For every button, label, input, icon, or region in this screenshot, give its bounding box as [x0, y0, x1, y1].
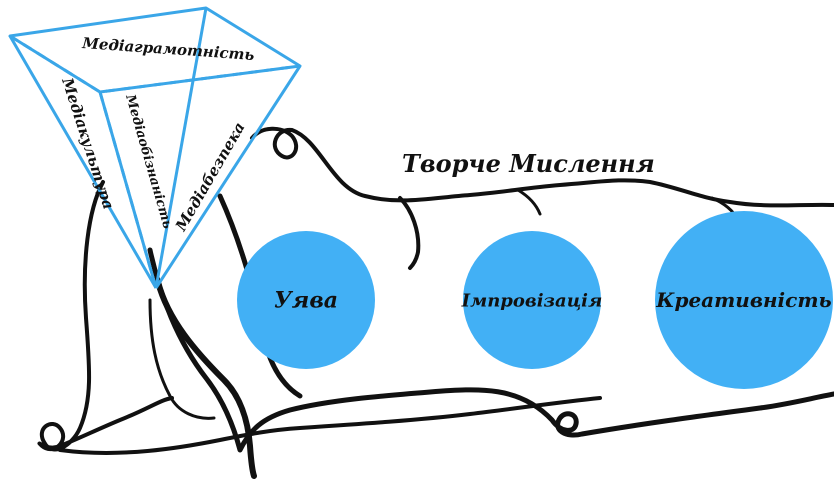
circle-improvisation — [463, 231, 601, 369]
bottom-lower-line — [58, 396, 602, 455]
circle-creativity — [655, 211, 833, 389]
mid-loop-line — [148, 298, 216, 420]
diagram-title: Творче Мислення — [402, 149, 655, 178]
pyramid-label-media-culture: Медіакультура — [58, 75, 118, 212]
upper-connector-line — [250, 126, 834, 208]
improvisation-connector-line — [516, 188, 542, 216]
circle-label-creativity: Креативність — [655, 288, 831, 312]
circle-label-improvisation: Імпровізація — [461, 290, 603, 311]
connector-lines — [37, 126, 834, 479]
left-sweep-line — [37, 180, 174, 452]
pyramid-edge-left — [8, 35, 158, 289]
media-literacy-pyramid — [8, 6, 302, 289]
pyramid-edge-back — [154, 7, 208, 289]
bottom-swoosh-line — [155, 279, 257, 479]
bottom-long-line — [147, 247, 834, 453]
concept-circles: Уява Імпровізація Креативність — [237, 211, 833, 389]
circle-uyava — [237, 231, 375, 369]
pyramid-label-media-awareness: Медіаобізнаність — [122, 92, 175, 231]
pyramid-hidden-vertical — [98, 91, 158, 289]
pyramid-hidden-edges — [9, 34, 301, 94]
pyramid-edge-right — [154, 65, 302, 289]
uyava-connector-line — [398, 196, 421, 270]
circle-label-uyava: Уява — [274, 288, 338, 314]
